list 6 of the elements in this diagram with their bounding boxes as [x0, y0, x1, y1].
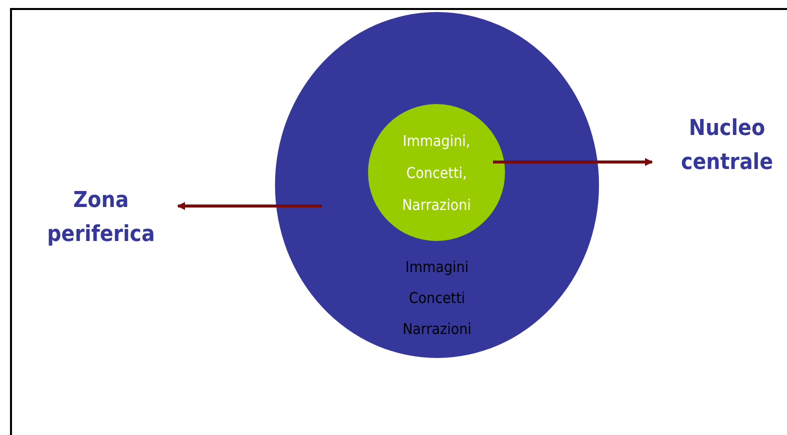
inner-circle: Immagini, Concetti, Narrazioni — [368, 104, 505, 241]
zone-label: Zona periferica — [36, 184, 166, 254]
arrow — [177, 202, 322, 210]
zone-label: Nucleo centrale — [668, 112, 786, 188]
arrow — [493, 158, 653, 166]
circle-label: Immagini Concetti Narrazioni — [402, 257, 472, 340]
